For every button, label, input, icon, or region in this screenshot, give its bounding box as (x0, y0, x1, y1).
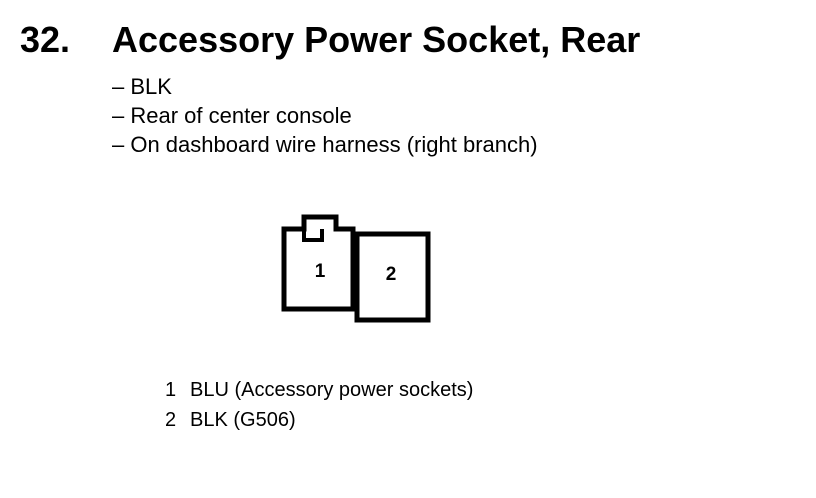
pin-number: 1 (165, 379, 177, 401)
detail-location: – Rear of center console (112, 103, 352, 128)
pin-list: 1 BLU (Accessory power sockets) 2 BLK (G50… (165, 375, 473, 435)
connector-details: – BLK – Rear of center console – On dash… (112, 72, 538, 159)
pin-row-1: 1 BLU (Accessory power sockets) (165, 375, 473, 405)
lock-tab-icon (302, 229, 324, 242)
cavity-2-outline (354, 231, 431, 323)
connector-title: Accessory Power Socket, Rear (112, 19, 641, 60)
pin-description: BLK (G506) (190, 409, 296, 431)
cavity-2-label: 2 (386, 264, 397, 285)
connector-diagram: 1 2 (276, 208, 436, 328)
pin-row-2: 2 BLK (G506) (165, 405, 473, 435)
cavity-1-outline (281, 214, 356, 312)
connector-number: 32. (20, 19, 71, 60)
cavity-1-label: 1 (315, 261, 326, 282)
detail-harness: – On dashboard wire harness (right branc… (112, 132, 538, 157)
pin-description: BLU (Accessory power sockets) (190, 379, 474, 401)
page-title: 32. Accessory Power Socket, Rear (20, 18, 640, 62)
pin-number: 2 (165, 409, 177, 431)
detail-color: – BLK (112, 74, 172, 99)
connector-face-drawing: 1 2 (281, 214, 431, 323)
